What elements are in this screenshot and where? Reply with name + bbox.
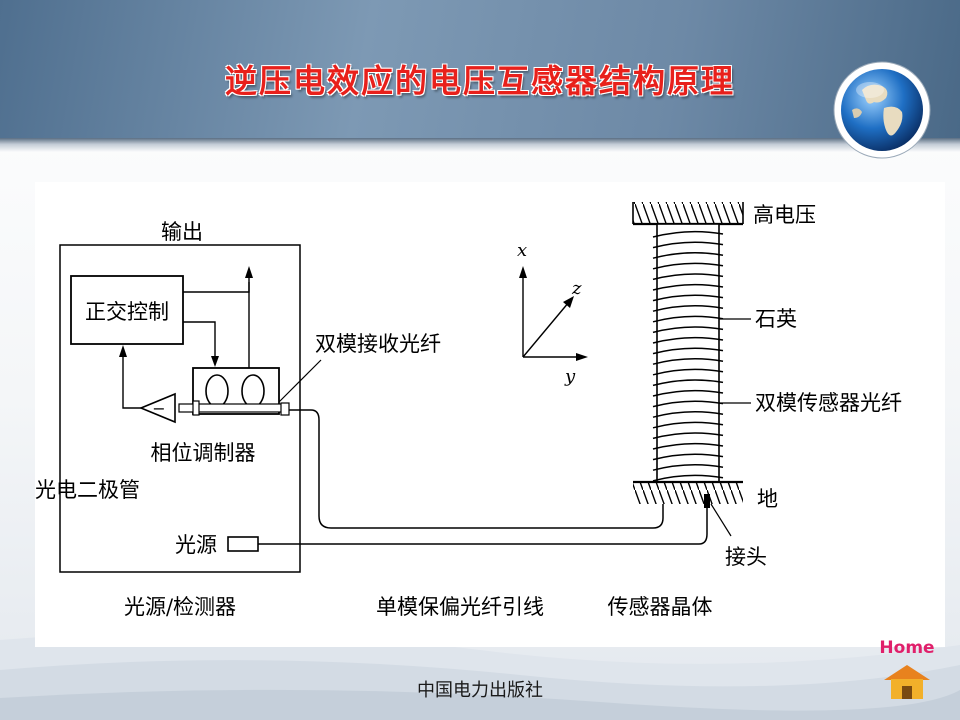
coil-turn xyxy=(652,273,724,281)
modulator-drive-wire xyxy=(183,321,216,360)
high-voltage-label: 高电压 xyxy=(753,203,816,227)
photodiode-amplifier xyxy=(138,392,176,424)
high-voltage-electrode xyxy=(633,202,743,224)
axis-y-label: y xyxy=(564,366,576,387)
modulator-drive-arrow xyxy=(211,356,219,367)
axis-y-arrow xyxy=(576,353,588,361)
light-source-label: 光源 xyxy=(175,533,217,557)
coil-turn xyxy=(652,442,724,450)
coil-turn xyxy=(652,241,724,249)
ground-label: 地 xyxy=(757,487,778,511)
light-source xyxy=(227,536,259,552)
output-arrow xyxy=(245,266,253,278)
coil-turn xyxy=(652,252,724,259)
output-label: 输出 xyxy=(161,220,203,244)
page-title: 逆压电效应的电压互感器结构原理 xyxy=(224,62,735,100)
source-detector-box xyxy=(59,244,301,573)
axis-z-arrow xyxy=(563,296,574,308)
quartz-column xyxy=(656,223,720,483)
axis-x-arrow xyxy=(519,266,527,278)
coil-turn xyxy=(652,283,724,291)
coil-turn xyxy=(652,453,724,461)
control-wire xyxy=(183,272,250,293)
coil-turn xyxy=(652,464,724,471)
coil-turn xyxy=(652,421,724,429)
home-icon xyxy=(884,665,930,699)
pm-fiber-lead-caption: 单模保偏光纤引线 xyxy=(376,595,544,619)
coil-turn xyxy=(652,389,724,397)
structure-diagram: 正交控制 输出 相位调制器 − 双模接收光纤 光电二极管 光源 xyxy=(35,182,945,647)
orthogonal-control-box xyxy=(70,275,184,345)
quartz-label: 石英 xyxy=(755,307,797,331)
home-button[interactable]: Home xyxy=(876,638,938,702)
sensor-fiber-coil xyxy=(652,230,724,482)
coil-turn xyxy=(652,294,724,302)
header-band xyxy=(0,0,960,138)
coil-turn xyxy=(652,305,724,312)
coil-turn xyxy=(652,432,724,440)
coil-turn xyxy=(652,336,724,344)
sensor-crystal-caption: 传感器晶体 xyxy=(608,595,713,619)
globe-icon xyxy=(833,61,931,159)
phase-modulator-label: 相位调制器 xyxy=(151,441,256,465)
axis-z xyxy=(522,301,570,358)
coil-turn xyxy=(652,358,724,365)
connector-pointer xyxy=(710,503,732,537)
feedback-wire xyxy=(122,354,141,409)
receive-fiber-pointer xyxy=(278,359,322,403)
fiber-connector-left xyxy=(192,400,200,416)
orthogonal-control-label: 正交控制 xyxy=(85,300,169,324)
feedback-arrow xyxy=(119,345,127,357)
home-label: Home xyxy=(879,638,935,658)
footer-publisher: 中国电力出版社 xyxy=(417,680,543,701)
source-detector-caption: 光源/检测器 xyxy=(124,595,236,619)
axis-x-label: x xyxy=(517,240,527,261)
coil-turn xyxy=(652,379,724,387)
fiber-joint xyxy=(704,494,710,508)
ground-electrode xyxy=(633,482,743,504)
coil-turn xyxy=(652,315,724,323)
connector-label: 接头 xyxy=(725,545,767,569)
header-shadow xyxy=(0,138,960,152)
coil-turn xyxy=(652,230,724,238)
background-waves xyxy=(0,632,960,720)
sensor-fiber-lead xyxy=(289,409,664,529)
coil-turn xyxy=(652,411,724,418)
source-fiber-lead xyxy=(258,502,708,545)
coil-turn xyxy=(652,347,724,355)
photodiode-label: 光电二极管 xyxy=(35,478,140,502)
axis-z-label: z xyxy=(571,278,582,299)
dual-mode-sensor-fiber-label: 双模传感器光纤 xyxy=(755,391,902,415)
coil-turn xyxy=(652,368,724,376)
coil-turn xyxy=(652,326,724,334)
dual-mode-receive-fiber-label: 双模接收光纤 xyxy=(315,332,441,356)
fiber-connector-right xyxy=(280,402,290,416)
coil-turn xyxy=(652,474,724,482)
coil-turn xyxy=(652,262,724,270)
coil-turn xyxy=(652,400,724,408)
amplifier-minus-sign: − xyxy=(152,399,165,418)
